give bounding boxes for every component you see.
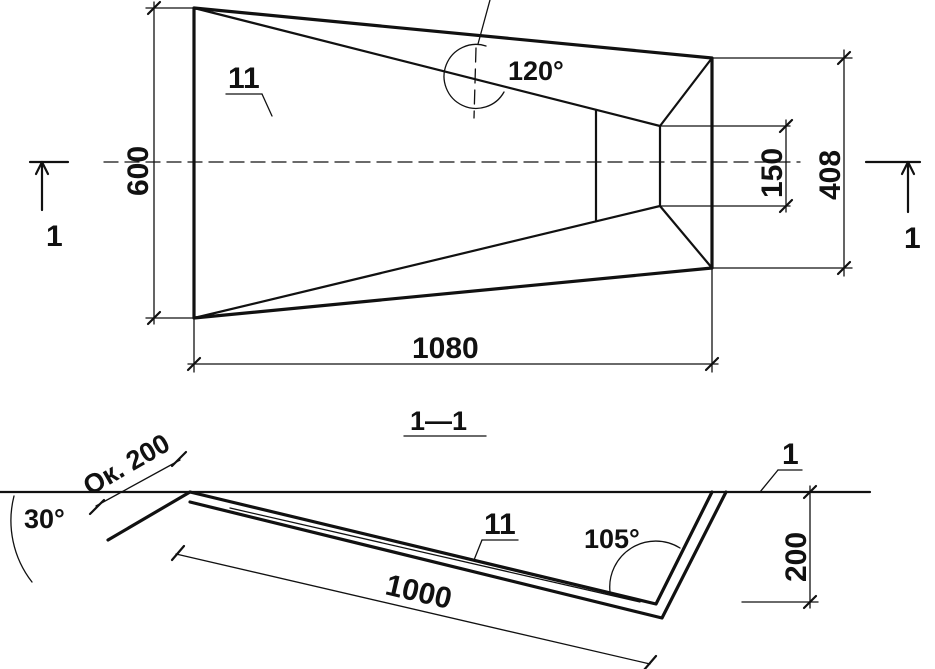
dimension-width-left-label: 600 (122, 146, 155, 196)
ground-label: 1 (782, 438, 799, 471)
section-marker-right: 1 (864, 160, 922, 255)
section-title: 1—1 (410, 406, 467, 436)
ground-label-leader (759, 469, 779, 493)
trough-bottom (188, 490, 714, 606)
dimension-approx-width: Ок. 200 (78, 428, 188, 516)
dimension-slope-length-label: 1000 (382, 569, 454, 616)
funnel-line-bottom (192, 204, 662, 320)
funnel-line-top (192, 6, 662, 128)
dimension-length-label: 1080 (412, 332, 479, 365)
section-marker-left: 1 (28, 160, 70, 253)
angle-label-30: 30° (24, 504, 65, 534)
section-marker-left-label: 1 (46, 220, 63, 253)
section-marker-right-label: 1 (904, 222, 921, 255)
dimension-width-right-label: 408 (814, 150, 847, 200)
angle-ref-line-lower (473, 47, 477, 119)
part-label-section: 11 (484, 508, 516, 541)
angle-arc-120 (443, 43, 505, 110)
dimension-depth-label: 200 (780, 532, 813, 582)
angle-ref-line-upper (477, 0, 491, 45)
dimension-length: 1080 (186, 267, 720, 373)
dimension-width-outlet-label: 150 (756, 148, 789, 198)
dimension-width-right: 408 (711, 49, 853, 277)
dimension-approx-width-label: Ок. 200 (78, 428, 175, 501)
dimension-width-outlet: 150 (756, 118, 794, 214)
section-view: 1—1 11 1 105° 30° Ок. 200 (0, 406, 872, 669)
plan-view: 120° 11 1080 600 (28, 0, 922, 373)
dimension-slope-length: 1000 (170, 544, 658, 669)
funnel-line-top-end (658, 56, 714, 128)
angle-arc-30 (10, 495, 33, 583)
part-label-plan-leader (261, 93, 273, 117)
dimension-width-left: 600 (122, 0, 195, 326)
left-slope (106, 490, 192, 542)
funnel-line-bottom-end (658, 204, 714, 270)
part-label-plan: 11 (228, 62, 260, 95)
angle-label-105: 105° (584, 524, 640, 554)
angle-label-120: 120° (508, 56, 564, 86)
trough-inner-hatch (229, 507, 641, 603)
part-label-section-leader (473, 539, 483, 561)
dimension-depth: 200 (741, 484, 819, 610)
trough-bottom-outer (188, 490, 728, 620)
angle-arc-105 (609, 540, 681, 593)
